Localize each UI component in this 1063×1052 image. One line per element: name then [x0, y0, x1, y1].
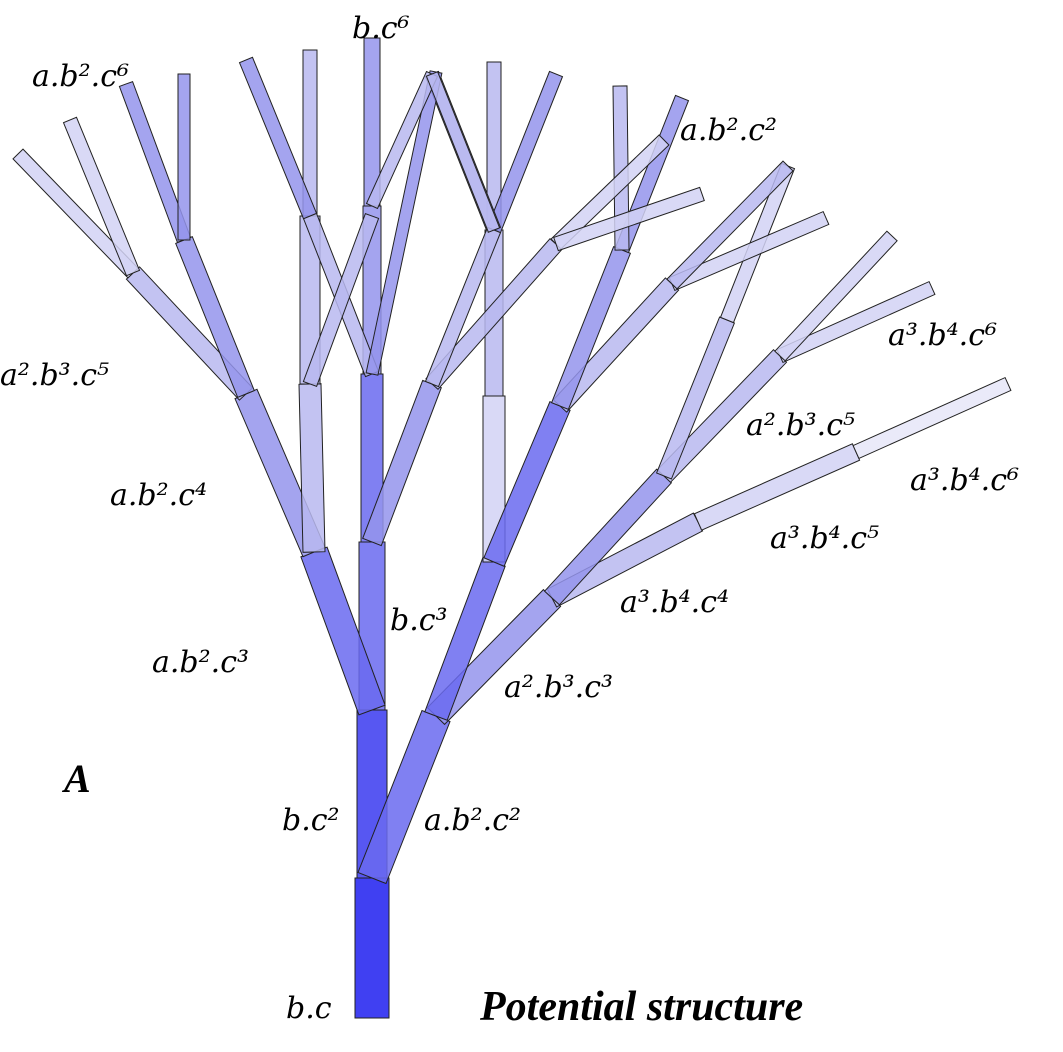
label-left-c5: a².b³.c⁵	[0, 358, 109, 393]
label-right-c2: a.b².c²	[424, 803, 521, 838]
branch-segment-29	[655, 316, 736, 480]
label-trunk-2: b.c²	[282, 803, 340, 838]
branch-segment-51	[425, 71, 501, 233]
branch-segment-19	[238, 56, 318, 220]
label-right-a3c6a: a³.b⁴.c⁶	[888, 318, 997, 353]
branch-segment-8	[125, 266, 254, 401]
branch-segment-14	[298, 383, 326, 553]
branch-segment-28	[774, 230, 898, 362]
branch-segment-37	[483, 401, 571, 567]
branch-segment-43	[612, 85, 630, 251]
panel-letter: A	[61, 756, 91, 801]
branch-segments	[12, 37, 1012, 1019]
branch-segment-6	[300, 546, 386, 716]
branch-segment-25	[543, 468, 673, 606]
caption: Potential structure	[479, 984, 803, 1030]
label-right-a3c6b: a³.b⁴.c⁶	[910, 463, 1019, 498]
branch-segment-20	[357, 709, 451, 885]
branch-segment-9	[12, 148, 139, 279]
branch-segment-18	[302, 212, 380, 388]
label-right-a3c5: a³.b⁴.c⁵	[770, 521, 879, 556]
branch-segment-41	[550, 246, 632, 410]
branch-segment-44	[362, 379, 442, 547]
branch-segment-47	[553, 186, 705, 252]
label-left-c4: a.b².c⁴	[110, 478, 207, 513]
label-right-a2c5: a².b³.c⁵	[746, 408, 855, 443]
label-trunk-1: b.c	[286, 991, 332, 1026]
branch-segment-50	[365, 70, 439, 210]
branch-segment-10	[62, 116, 141, 277]
branch-segment-5	[363, 37, 381, 207]
branch-segment-24	[852, 376, 1012, 460]
branch-segment-40	[666, 160, 794, 290]
label-right-a2c3: a².b³.c³	[504, 670, 613, 705]
label-trunk-top: b.c⁶	[352, 11, 410, 46]
label-left-c3: a.b².c³	[152, 645, 249, 680]
branch-segment-15	[299, 215, 321, 385]
branch-segment-46	[550, 134, 670, 250]
branch-segment-12	[118, 80, 192, 244]
label-trunk-3: b.c³	[390, 603, 448, 638]
branch-segment-11	[175, 235, 255, 399]
branch-segment-49	[365, 70, 443, 376]
label-right-a3c4: a³.b⁴.c⁴	[620, 585, 729, 620]
branch-segment-23	[693, 443, 861, 531]
label-right-top-c2: a.b².c²	[680, 113, 777, 148]
branch-segment-13	[177, 73, 191, 241]
label-left-c6: a.b².c⁶	[32, 59, 129, 94]
branch-segment-0	[354, 877, 390, 1019]
